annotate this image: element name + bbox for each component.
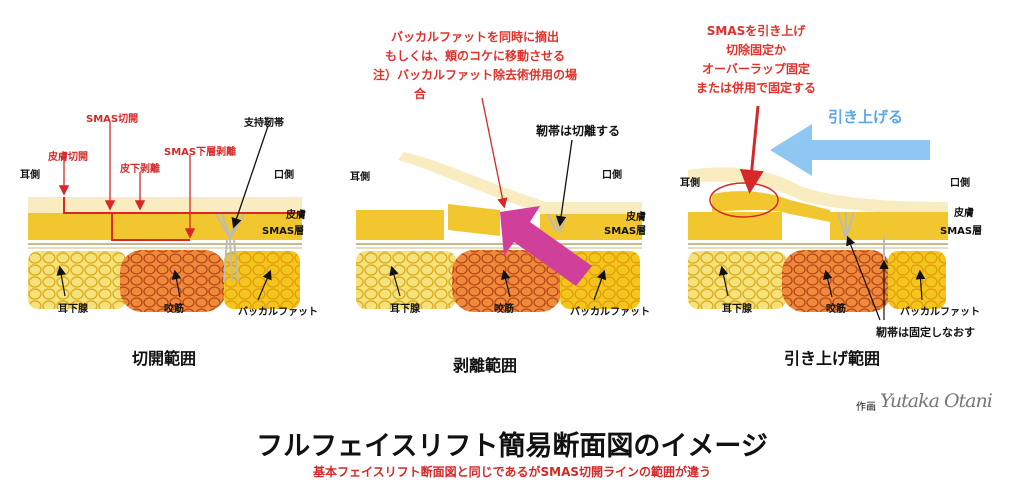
smas-band [28, 213, 302, 240]
ptr-masseter [171, 269, 182, 298]
ptr-parotid [56, 265, 66, 297]
label-ear-side: 耳側 [350, 172, 370, 183]
ptr-ligament [231, 125, 269, 229]
ptr-buccal [915, 269, 926, 301]
label-buccal-fat: バッカルファット [900, 307, 980, 318]
label-masseter: 咬筋 [164, 304, 184, 315]
label-ligament-refix: 靭帯は固定しなおす [876, 326, 975, 339]
panel-2-cross-section [356, 97, 642, 312]
label-subcutaneous-dissection: 皮下剥離 [120, 164, 160, 175]
panel-1-cross-section [28, 122, 303, 312]
masseter-muscle [452, 250, 562, 312]
label-smas-incision: SMAS切開 [86, 114, 139, 125]
masseter-muscle [782, 250, 892, 312]
note-line: 合 [414, 87, 427, 101]
label-ligament-cut: 靭帯は切離する [536, 124, 621, 138]
note-line: オーバーラップ固定 [702, 62, 810, 76]
label-skin: 皮膚 [626, 212, 646, 223]
parotid-fat [356, 251, 456, 309]
label-mouth-side: 口側 [602, 170, 622, 181]
refixed-ligament-fibers [837, 211, 885, 262]
skin-band [28, 197, 302, 214]
label-lift: 引き上げる [828, 108, 904, 126]
ptr-parotid [389, 265, 401, 297]
panel-2-title: 剥離範囲 [453, 356, 518, 375]
ptr-ligament-cut [555, 139, 573, 227]
label-skin-incision: 皮膚切開 [48, 152, 88, 163]
note-line: または併用で固定する [695, 81, 816, 95]
label-skin: 皮膚 [286, 210, 306, 221]
parotid-fat [28, 251, 126, 309]
note-line: バッカルファットを同時に摘出 [390, 30, 559, 44]
label-masseter: 咬筋 [494, 304, 514, 315]
page-title: フルフェイスリフト簡易断面図のイメージ [256, 431, 768, 462]
blue-lift-arrow [770, 124, 930, 176]
ptr-buccal [593, 269, 607, 301]
sub-smas-dissection-line [111, 213, 190, 241]
smas-incision-line [63, 197, 303, 214]
note-line: もしくは、頬のコケに移動させる [384, 49, 565, 63]
label-smas-layer: SMAS層 [262, 226, 305, 237]
label-ear-side: 耳側 [680, 178, 700, 189]
label-skin: 皮膚 [954, 208, 974, 219]
lifted-skin-flap [398, 152, 560, 216]
label-smas-layer: SMAS層 [940, 226, 983, 237]
note-line: 切除固定か [725, 43, 786, 57]
label-ear-side: 耳側 [20, 170, 40, 181]
panel-3-note: SMASを引き上げ 切除固定か オーバーラップ固定 または併用で固定する [666, 22, 846, 98]
label-smas-layer: SMAS層 [604, 226, 647, 237]
artist-signature: Yutaka Otani [880, 390, 993, 412]
panel-2-note: バッカルファットを同時に摘出 もしくは、頬のコケに移動させる 注）バッカルファッ… [330, 28, 620, 104]
note-line: SMASを引き上げ [706, 24, 806, 38]
ptr-parotid [718, 265, 729, 297]
label-parotid: 耳下腺 [58, 304, 88, 315]
ptr-note [739, 105, 764, 194]
page-subtitle: 基本フェイスリフト断面図と同じであるがSMAS切開ラインの範囲が違う [312, 465, 712, 479]
smas-band-ear [356, 210, 444, 240]
ptr-refix-1 [846, 235, 881, 321]
buccal-fat [888, 251, 946, 309]
smas-flap [448, 204, 500, 236]
panel-3-cross-section [688, 105, 948, 321]
masseter-muscle [120, 250, 226, 312]
label-mouth-side: 口側 [274, 170, 294, 181]
ptr-note [481, 97, 508, 209]
label-ligament: 支持靭帯 [244, 118, 284, 129]
ptr-masseter [823, 269, 833, 298]
panel-3-title: 引き上げ範囲 [784, 349, 881, 368]
label-mouth-side: 口側 [950, 178, 970, 189]
credit-label: 作画 [856, 402, 876, 413]
ptr-buccal [257, 269, 272, 301]
skin-band [540, 202, 642, 215]
parotid-fat [688, 251, 786, 309]
label-parotid: 耳下腺 [390, 304, 420, 315]
buccal-fat [224, 251, 300, 309]
ptr-masseter [501, 269, 511, 298]
label-buccal-fat: バッカルファット [570, 307, 650, 318]
panel-1-title: 切開範囲 [132, 349, 197, 368]
label-masseter: 咬筋 [826, 304, 846, 315]
label-sub-smas-dissection: SMAS下層剥離 [164, 147, 237, 158]
label-buccal-fat: バッカルファット [238, 307, 318, 318]
label-parotid: 耳下腺 [722, 304, 752, 315]
note-line: 注）バッカルファット除去術併用の場 [372, 68, 577, 82]
magenta-arrow [500, 206, 592, 286]
smas-lifted-flap [712, 191, 830, 222]
